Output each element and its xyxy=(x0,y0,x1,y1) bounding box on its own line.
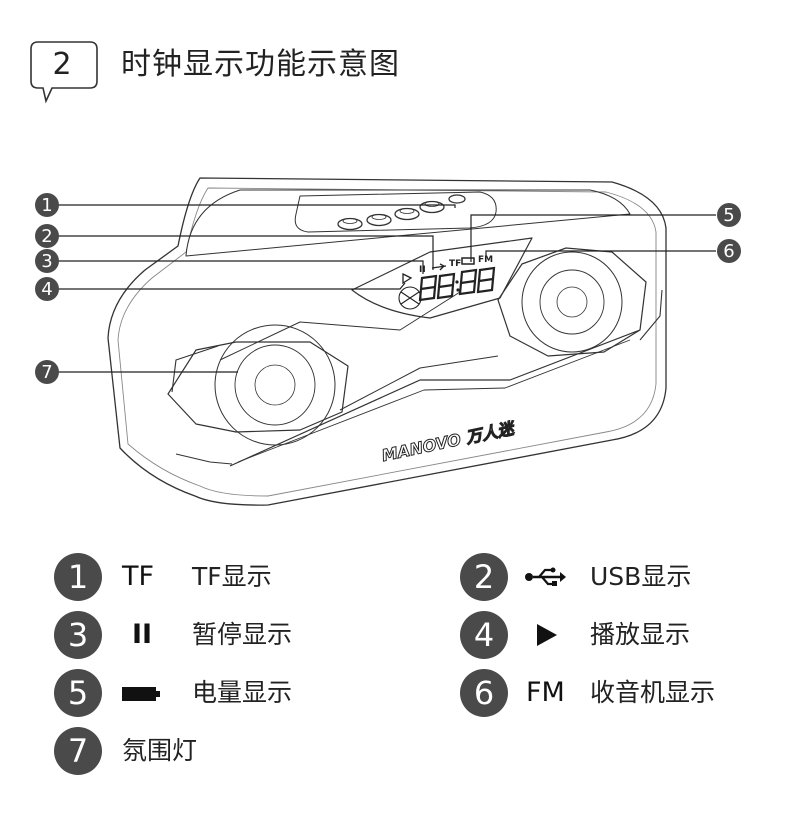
page-title: 时钟显示功能示意图 xyxy=(121,47,400,82)
play-icon xyxy=(537,624,557,646)
legend-number: 5 xyxy=(54,669,102,717)
legend-label: USB显示 xyxy=(590,562,692,591)
display-disc-icon xyxy=(398,286,422,310)
legend-number: 4 xyxy=(460,611,508,659)
callout-6-badge xyxy=(717,239,741,263)
page-header: 2 时钟显示功能示意图 xyxy=(0,0,790,110)
speaker-diagram: II TF FM MANOVO 万人迷 1 2 3 4 5 6 7 xyxy=(35,177,741,506)
display-play-icon xyxy=(402,272,413,285)
legend-item-5: 5 电量显示 xyxy=(54,669,354,717)
legend-label: 暂停显示 xyxy=(192,620,293,649)
callout-2-badge xyxy=(35,224,59,248)
display-tf-label: TF xyxy=(449,259,461,269)
step-number: 2 xyxy=(52,47,72,82)
callout-4-badge xyxy=(35,277,59,301)
legend-number: 7 xyxy=(54,727,102,775)
legend-label: 氛围灯 xyxy=(122,736,198,765)
callout-1-label: 1 xyxy=(41,195,52,216)
usb-icon xyxy=(525,567,566,586)
display-fm-label: FM xyxy=(478,255,493,265)
callout-5-label: 5 xyxy=(723,205,734,226)
tf-symbol: TF xyxy=(122,561,155,592)
fm-symbol: FM xyxy=(526,677,565,708)
legend-label: 电量显示 xyxy=(192,678,293,707)
legend-number: 1 xyxy=(54,553,102,601)
legend-item-3: 3 II 暂停显示 xyxy=(54,611,354,659)
clock-digits-icon xyxy=(418,266,496,302)
legend-number: 6 xyxy=(460,669,508,717)
legend-item-6: 6 FM 收音机显示 xyxy=(460,669,760,717)
callout-1-badge xyxy=(35,193,59,217)
legend-number: 2 xyxy=(460,553,508,601)
speech-bubble-icon xyxy=(30,41,98,104)
callout-4-label: 4 xyxy=(41,279,52,300)
pause-icon: II xyxy=(132,619,153,650)
callout-7-badge xyxy=(35,360,59,384)
display-pause-label: II xyxy=(419,265,426,275)
brand-logo: MANOVO 万人迷 xyxy=(380,418,518,465)
legend-label: TF显示 xyxy=(192,562,272,591)
callout-3-badge xyxy=(35,249,59,273)
legend-item-4: 4 播放显示 xyxy=(460,611,760,659)
callout-6-label: 6 xyxy=(723,241,734,262)
legend-number: 3 xyxy=(54,611,102,659)
legend-label: 收音机显示 xyxy=(590,678,716,707)
display-usb-icon xyxy=(431,263,447,271)
legend-label: 播放显示 xyxy=(590,620,691,649)
battery-icon xyxy=(122,687,160,701)
callout-3-label: 3 xyxy=(41,251,52,272)
legend-item-7: 7 氛围灯 xyxy=(54,727,354,775)
callout-2-label: 2 xyxy=(41,226,52,247)
legend-item-1: 1 TF TF显示 xyxy=(54,553,354,601)
callout-7-label: 7 xyxy=(41,362,52,383)
legend-item-2: 2 USB显示 xyxy=(460,553,760,601)
callout-5-badge xyxy=(717,203,741,227)
display-battery-icon xyxy=(461,257,475,265)
